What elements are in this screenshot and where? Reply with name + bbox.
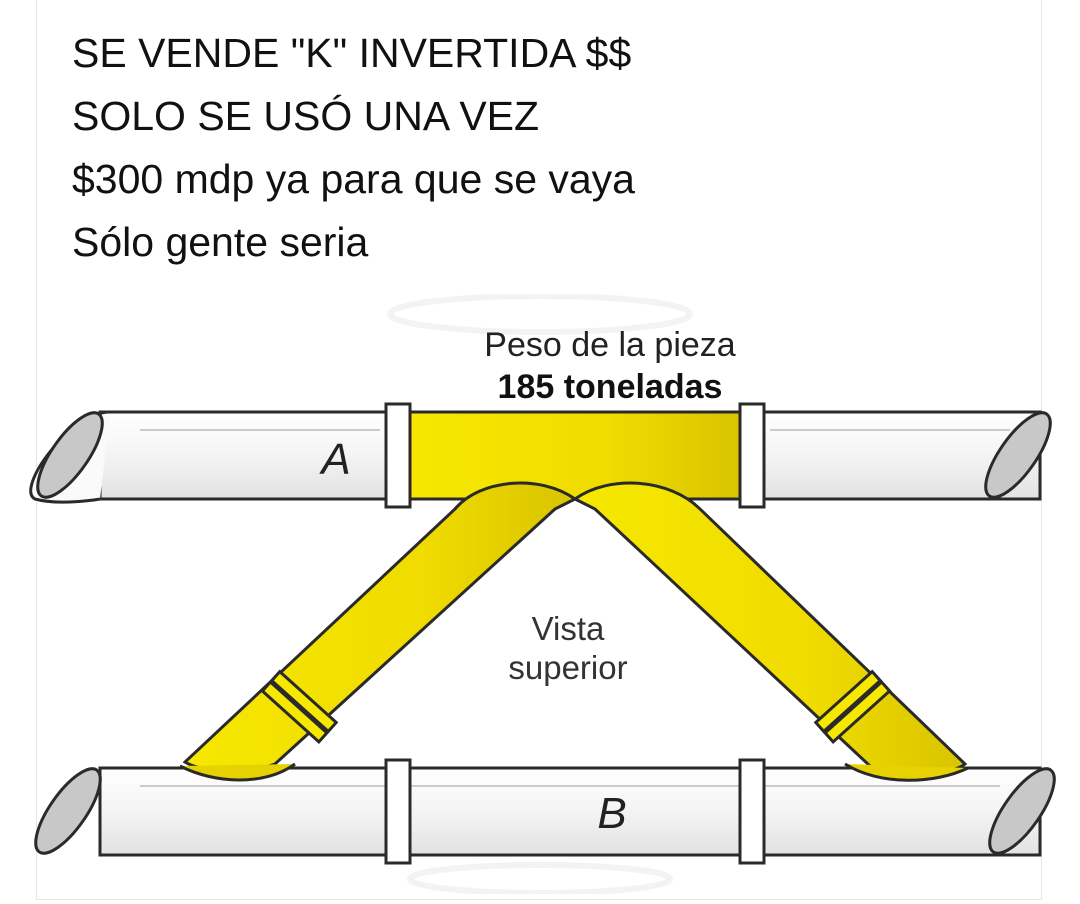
post-line-1: SE VENDE "K" INVERTIDA $$: [72, 30, 632, 76]
weight-value: 185 toneladas: [498, 368, 723, 406]
pipeline-diagram-svg: Peso de la pieza 185 toneladas A B Vista…: [29, 293, 1056, 896]
pipe-a-label: A: [318, 435, 350, 484]
post-text: SE VENDE "K" INVERTIDA $$ SOLO SE USÓ UN…: [72, 22, 992, 274]
post-line-3: $300 mdp ya para que se vaya: [72, 156, 635, 202]
clamps-pipe-a: [384, 402, 766, 509]
clamps-pipe-b: [384, 758, 766, 865]
pipe-b-label: B: [597, 789, 626, 838]
post-line-2: SOLO SE USÓ UNA VEZ: [72, 93, 540, 139]
k-piece: [179, 410, 969, 782]
view-label-line2: superior: [508, 649, 627, 686]
pipe-b: [34, 766, 1056, 857]
post-line-4: Sólo gente seria: [72, 219, 369, 265]
view-label-line1: Vista: [532, 610, 605, 647]
pipeline-diagram: Peso de la pieza 185 toneladas A B Vista…: [0, 293, 1080, 896]
weight-label: Peso de la pieza: [484, 326, 735, 364]
watermark: [387, 293, 693, 896]
